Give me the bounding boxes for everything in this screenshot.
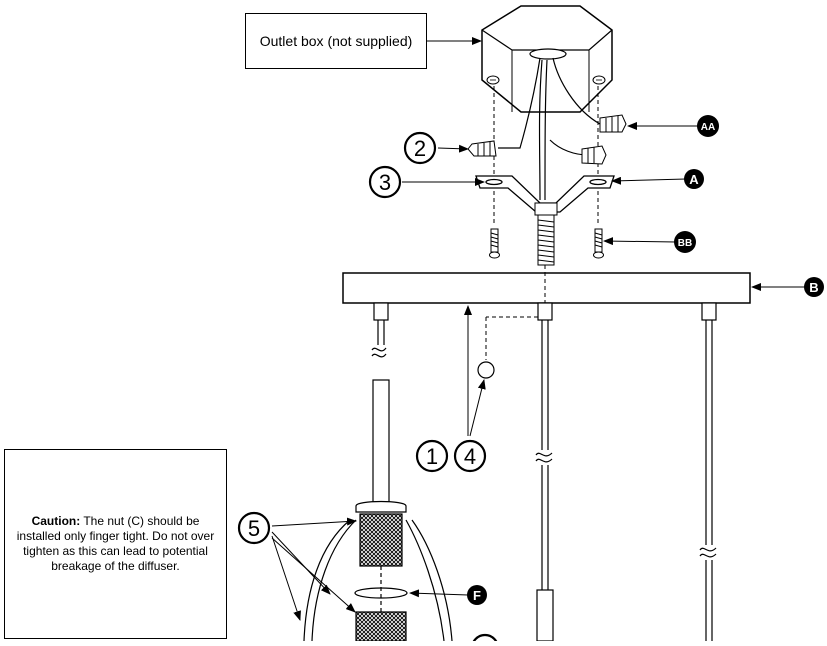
left-pendant: [303, 379, 453, 642]
ground-screw: [477, 361, 495, 379]
step-number-3: 3: [379, 170, 391, 195]
mounting-screw-left: [489, 228, 500, 259]
suspension-cords: [371, 320, 717, 641]
wire-connector-2: [467, 140, 497, 157]
part-label-bb: BB: [674, 231, 696, 253]
callout-arrows: [271, 37, 806, 621]
outlet-box-label: Outlet box (not supplied): [245, 13, 427, 69]
part-label-a-text: A: [689, 172, 699, 187]
caution-text: The nut (C) should be installed only fin…: [16, 514, 215, 573]
step-number-2: 2: [414, 136, 426, 161]
part-label-f-text: F: [473, 588, 481, 603]
cable-grips: [373, 302, 717, 321]
step-callout-4: 4: [453, 439, 487, 473]
step-callout-2: 2: [403, 131, 437, 165]
step-callout-1: 1: [415, 439, 449, 473]
step-number-1: 1: [426, 444, 438, 469]
part-label-a: A: [684, 169, 704, 189]
caution-message: Caution: The nut (C) should be installed…: [13, 514, 218, 574]
step-callout-partial: [471, 633, 499, 646]
wire-connector-3: [581, 145, 607, 165]
step-number-5: 5: [248, 516, 260, 541]
part-label-b: B: [804, 277, 824, 297]
mounting-screw-right: [593, 228, 604, 259]
step-callout-3: 3: [368, 165, 402, 199]
part-label-f: F: [467, 585, 487, 605]
wire-connector-aa: [599, 114, 627, 133]
step-number-4: 4: [464, 444, 476, 469]
caution-title: Caution:: [31, 514, 81, 528]
part-label-b-text: B: [809, 280, 818, 295]
part-label-aa-text: AA: [701, 122, 715, 133]
canopy-bar: [342, 272, 751, 304]
caution-box: Caution: The nut (C) should be installed…: [4, 449, 227, 639]
middle-pendant-stem: [536, 589, 554, 642]
part-label-aa: AA: [697, 115, 719, 137]
outlet-box: [481, 5, 613, 113]
screw-axis-lines: [493, 86, 599, 225]
threaded-nipple: [534, 202, 558, 266]
part-label-bb-text: BB: [678, 238, 692, 249]
outlet-box-label-text: Outlet box (not supplied): [259, 33, 413, 49]
step-callout-5: 5: [237, 511, 271, 545]
